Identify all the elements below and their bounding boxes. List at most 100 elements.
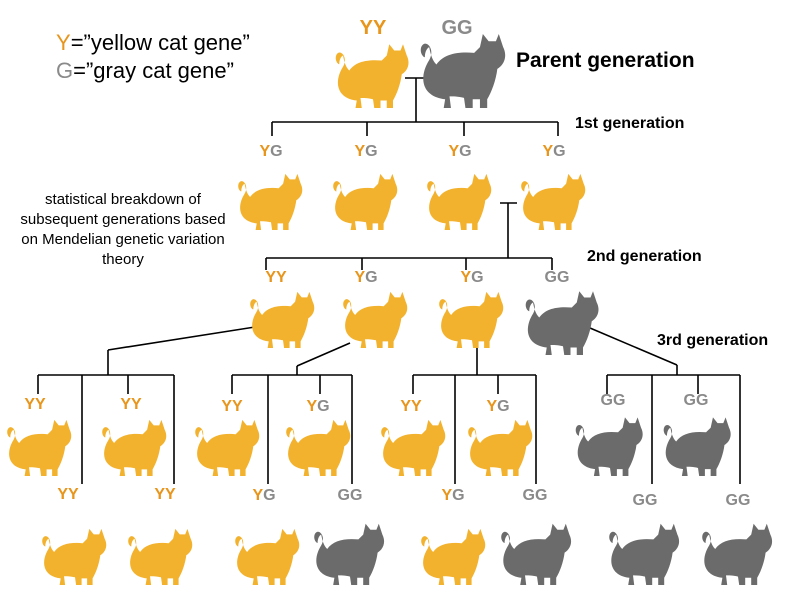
genotype-letter: Y <box>35 396 46 413</box>
genotype-letter: G <box>365 269 377 286</box>
explanatory-note: statistical breakdown of subsequent gene… <box>20 191 226 268</box>
genotype-label: YY <box>400 398 422 415</box>
genotype-label: YG <box>448 143 471 160</box>
yellow-cat-icon <box>235 528 300 585</box>
yellow-cat-icon <box>238 173 303 230</box>
genotype-letter: G <box>601 392 613 409</box>
genotype-label: YY <box>265 269 287 286</box>
genotype-label: YG <box>252 487 275 504</box>
genotype-label: GG <box>633 492 658 509</box>
genotype-label: YG <box>259 143 282 160</box>
genotype-letter: G <box>459 143 471 160</box>
descent-line <box>107 326 256 351</box>
genotype-letter: Y <box>24 396 35 413</box>
yellow-cat-icon <box>102 419 167 476</box>
genotype-letter: Y <box>373 17 387 39</box>
yellow-cat-icon <box>42 528 107 585</box>
genotype-label: YY <box>24 396 46 413</box>
genotype-letter: Y <box>68 486 79 503</box>
genotype-letter: Y <box>57 486 68 503</box>
yellow-cat-icon <box>381 419 446 476</box>
genotype-label: GG <box>441 17 472 39</box>
genotype-letter: Y <box>221 398 232 415</box>
genotype-label: YG <box>306 398 329 415</box>
yellow-cat-icon <box>468 419 533 476</box>
yellow-cat-icon <box>250 291 315 348</box>
gray-cat-icon <box>314 523 385 585</box>
genotype-label: YG <box>460 269 483 286</box>
yellow-cat-icon <box>439 291 504 348</box>
genotype-letter: G <box>523 487 535 504</box>
genotype-letter: Y <box>400 398 411 415</box>
genotype-letter: Y <box>448 143 459 160</box>
parent-generation-label: Parent generation <box>516 49 695 72</box>
genotype-letter: Y <box>441 487 452 504</box>
genotype-label: GG <box>338 487 363 504</box>
genotype-letter: G <box>645 492 657 509</box>
yellow-cat-icon <box>335 44 409 108</box>
gray-cat-icon <box>663 417 731 476</box>
genotype-label: YG <box>542 143 565 160</box>
genotype-letter: G <box>738 492 750 509</box>
genotype-letter: Y <box>265 269 276 286</box>
pedigree-lines <box>37 77 741 484</box>
genotype-letter: G <box>545 269 557 286</box>
legend-yellow-letter: Y <box>56 30 71 55</box>
genotype-label: YY <box>221 398 243 415</box>
first-generation-label: 1st generation <box>575 115 685 132</box>
genotype-letter: G <box>457 17 473 39</box>
genotype-letter: Y <box>486 398 497 415</box>
genotype-label: GG <box>601 392 626 409</box>
genotype-letter: G <box>317 398 329 415</box>
genotype-letter: Y <box>306 398 317 415</box>
genotype-letter: G <box>696 392 708 409</box>
genotype-label: YY <box>154 486 176 503</box>
genotype-letter: G <box>497 398 509 415</box>
genotype-letter: G <box>557 269 569 286</box>
genotype-letter: Y <box>165 486 176 503</box>
gray-cat-icon <box>575 417 643 476</box>
genotype-letter: G <box>535 487 547 504</box>
genotype-letter: Y <box>411 398 422 415</box>
genotype-label: YG <box>354 269 377 286</box>
gray-cat-icon <box>702 523 773 585</box>
genotype-letter: G <box>338 487 350 504</box>
yellow-cat-icon <box>195 419 260 476</box>
legend-yellow: Y=”yellow cat gene” <box>56 30 250 56</box>
genotype-letter: G <box>726 492 738 509</box>
genotype-letter: Y <box>354 143 365 160</box>
genotype-label: GG <box>726 492 751 509</box>
yellow-cat-icon <box>286 419 351 476</box>
descent-line <box>296 342 351 367</box>
genotype-letter: Y <box>131 396 142 413</box>
yellow-cat-icon <box>421 528 486 585</box>
genotype-letter: G <box>553 143 565 160</box>
genotype-label: YY <box>57 486 79 503</box>
genotype-letter: Y <box>542 143 553 160</box>
genotype-label: YG <box>441 487 464 504</box>
genotype-label: YG <box>354 143 377 160</box>
genotype-letter: G <box>471 269 483 286</box>
third-generation-label: 3rd generation <box>657 332 769 349</box>
genotype-label: YG <box>486 398 509 415</box>
genotype-letter: G <box>441 17 457 39</box>
yellow-cat-icon <box>333 173 398 230</box>
genotype-letter: G <box>613 392 625 409</box>
yellow-cat-icon <box>128 528 193 585</box>
genotype-letter: G <box>350 487 362 504</box>
genotype-letter: G <box>633 492 645 509</box>
descent-line <box>589 327 678 366</box>
yellow-cat-icon <box>521 173 586 230</box>
genotype-letter: G <box>365 143 377 160</box>
genotype-letter: Y <box>259 143 270 160</box>
legend-gray: G=”gray cat gene” <box>56 58 234 84</box>
genotype-letter: Y <box>232 398 243 415</box>
genotype-letter: G <box>263 487 275 504</box>
genotype-letter: Y <box>154 486 165 503</box>
genotype-label: YY <box>360 17 387 39</box>
yellow-cat-icon <box>7 419 72 476</box>
genotype-letter: G <box>684 392 696 409</box>
gray-cat-icon <box>420 34 506 108</box>
